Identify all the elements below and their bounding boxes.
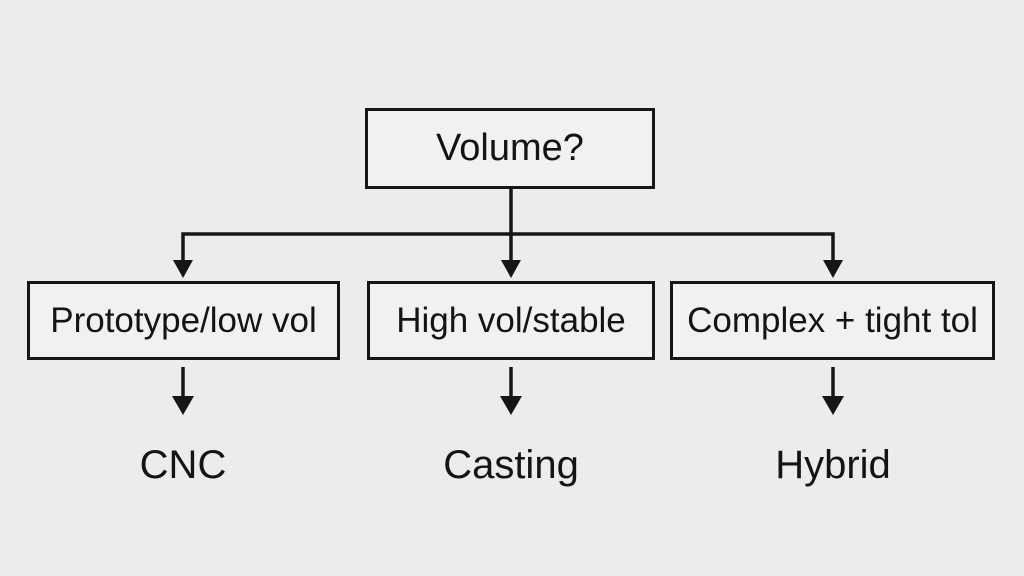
branch-node-label: Complex + tight tol [687,300,978,340]
arrowhead-icon [501,260,521,278]
decision-node-label: Volume? [436,127,584,169]
arrowhead-icon [500,396,522,415]
arrowhead-icon [172,396,194,415]
branch-node-high-vol-stable: High vol/stable [367,281,655,360]
result-label-casting: Casting [443,443,579,487]
arrowhead-icon [173,260,193,278]
result-label-cnc: CNC [139,443,227,487]
arrowhead-icon [822,396,844,415]
branch-node-complex-tight-tol: Complex + tight tol [670,281,995,360]
branch-node-label: High vol/stable [396,300,626,340]
decision-node-volume: Volume? [365,108,655,189]
connector-rail [181,232,835,262]
arrowhead-icon [823,260,843,278]
result-label-hybrid: Hybrid [775,443,891,487]
branch-node-label: Prototype/low vol [50,300,317,340]
branch-node-prototype-low-vol: Prototype/low vol [27,281,340,360]
